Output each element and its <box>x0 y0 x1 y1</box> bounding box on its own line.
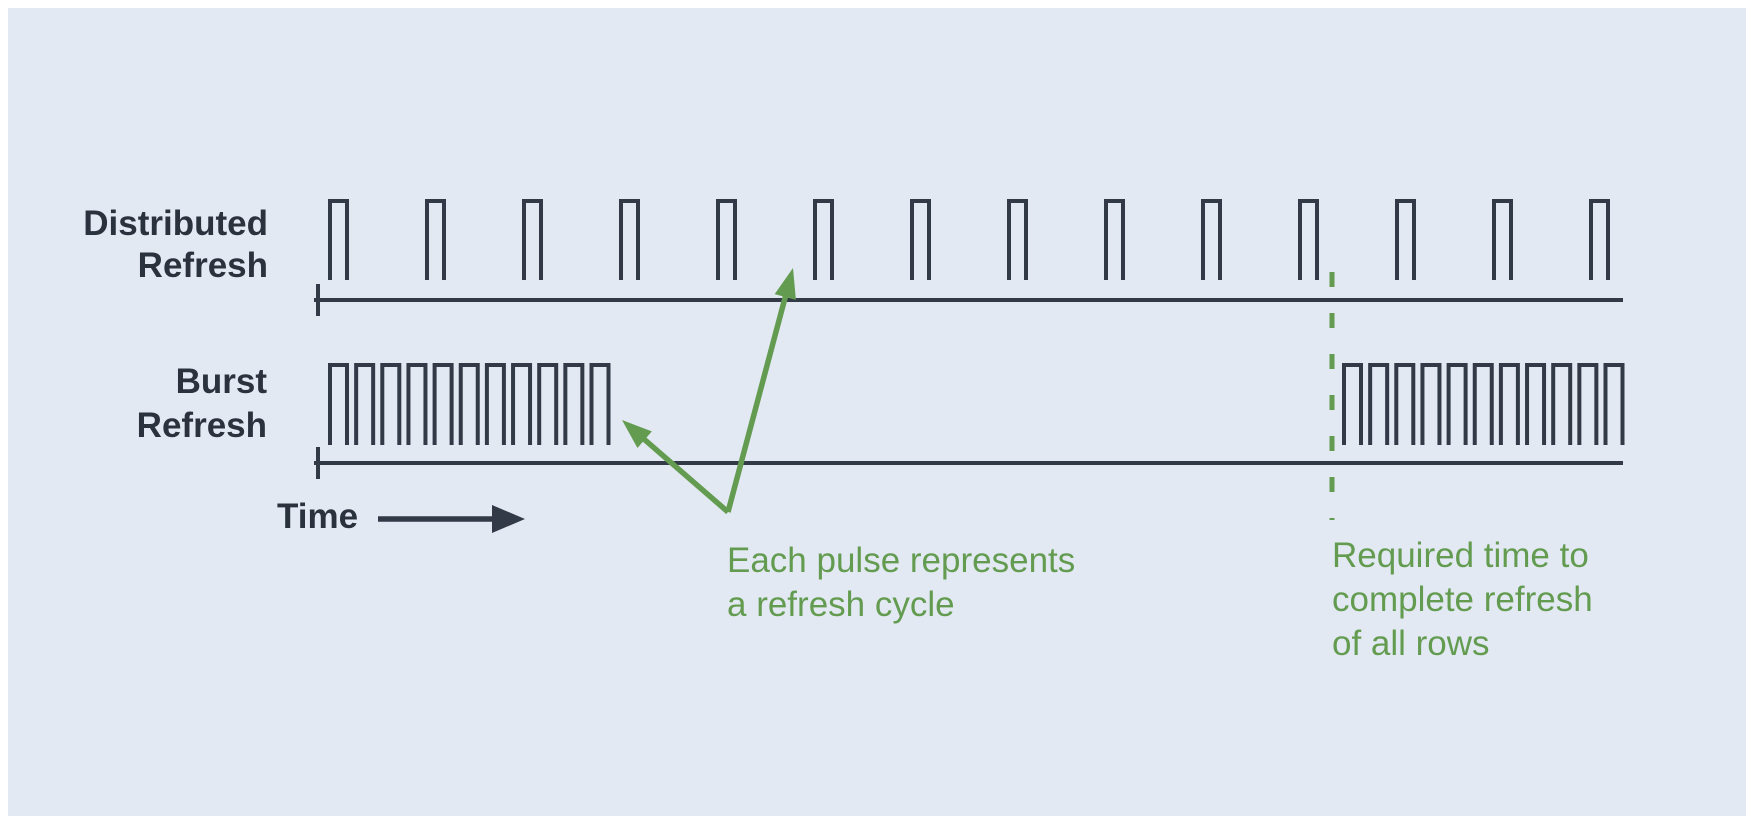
burst-refresh-label-line2: Refresh <box>137 406 267 445</box>
distributed-refresh-label-line2: Refresh <box>138 246 268 285</box>
pulse-note-line2: a refresh cycle <box>727 585 955 624</box>
distributed-refresh-pulse-train-1 <box>328 199 1610 280</box>
pulse-note-arrow-1-shaft <box>639 434 730 515</box>
burst-refresh-pulse-train-1 <box>328 363 611 445</box>
refresh-note-line2: complete refresh <box>1332 580 1593 619</box>
pulse-note-arrow-1-head <box>622 420 652 448</box>
panel-background <box>8 8 1746 816</box>
time-axis-arrow-head <box>492 505 525 533</box>
pulse-note-line1: Each pulse represents <box>727 541 1075 580</box>
time-axis-label: Time <box>277 497 358 536</box>
diagram-geometry <box>314 199 1625 533</box>
pulse-note-arrow-2-shaft <box>725 292 789 513</box>
refresh-note-line3: of all rows <box>1332 624 1490 663</box>
refresh-note-line1: Required time to <box>1332 536 1589 575</box>
pulse-note-arrow-2-head <box>774 268 796 300</box>
burst-refresh-pulse-train-2 <box>1342 363 1625 445</box>
burst-refresh-label-line1: Burst <box>176 362 268 401</box>
distributed-refresh-label-line1: Distributed <box>83 204 268 243</box>
